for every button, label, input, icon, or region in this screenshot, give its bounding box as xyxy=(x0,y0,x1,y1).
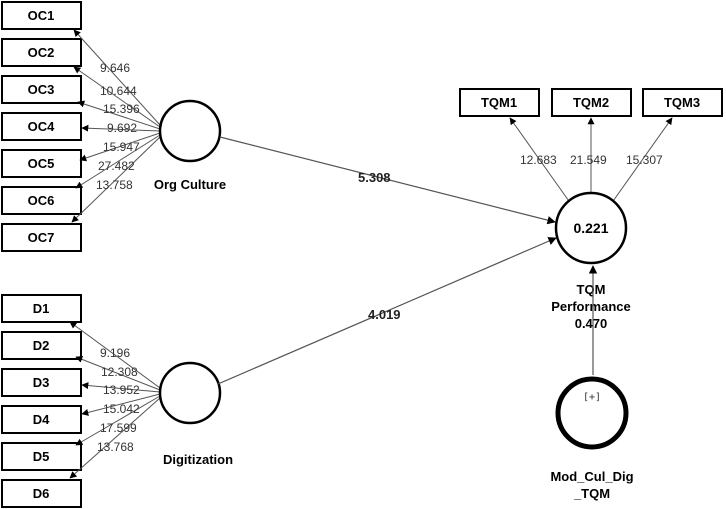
construct-tqm-performance[interactable]: 0.221 TQM Performance 0.470 xyxy=(551,191,631,331)
tqm-indicators: TQM1 TQM2 TQM3 xyxy=(459,88,723,117)
loading-value-oc7: 13.758 xyxy=(96,178,133,192)
loading-value-d5: 17.599 xyxy=(100,421,137,435)
indicator-tqm1[interactable]: TQM1 xyxy=(459,88,540,117)
indicator-d2[interactable]: D2 xyxy=(1,331,82,360)
loading-line-oc4 xyxy=(81,124,161,132)
construct-label-line1: TQM xyxy=(577,282,606,297)
indicator-label: OC6 xyxy=(28,193,55,208)
loading-line-oc1 xyxy=(73,29,161,126)
indicator-oc6[interactable]: OC6 xyxy=(1,186,82,215)
indicator-tqm2[interactable]: TQM2 xyxy=(551,88,632,117)
tqm-loading-lines xyxy=(509,117,673,205)
indicator-tqm3[interactable]: TQM3 xyxy=(642,88,723,117)
construct-digitization[interactable]: Digitization xyxy=(158,361,233,467)
construct-label-line2: _TQM xyxy=(573,486,610,501)
loading-value-oc4: 9.692 xyxy=(107,121,137,135)
indicator-oc3[interactable]: OC3 xyxy=(1,75,82,104)
path-org-culture-to-tqm xyxy=(219,136,556,225)
d-indicators: D1 D2 D3 D4 D5 D6 xyxy=(1,294,82,508)
indicator-label: TQM3 xyxy=(664,95,700,110)
indicator-oc2[interactable]: OC2 xyxy=(1,38,82,67)
indicator-d6[interactable]: D6 xyxy=(1,479,82,508)
construct-label-line1: Mod_Cul_Dig xyxy=(550,469,633,484)
loading-value-d6: 13.768 xyxy=(97,440,134,454)
loading-line-d5 xyxy=(75,395,161,446)
indicator-label: TQM2 xyxy=(573,95,609,110)
indicator-d1[interactable]: D1 xyxy=(1,294,82,323)
loading-line-oc5 xyxy=(79,132,161,162)
loading-line-oc6 xyxy=(75,134,161,189)
loading-line-tqm1 xyxy=(509,117,572,205)
indicator-label: TQM1 xyxy=(481,95,517,110)
loading-value-oc2: 10.644 xyxy=(100,84,137,98)
indicator-label: OC4 xyxy=(28,119,56,134)
loading-line-oc2 xyxy=(73,66,161,128)
indicator-label: D3 xyxy=(33,375,50,390)
construct-label: Digitization xyxy=(163,452,233,467)
indicator-label: OC3 xyxy=(28,82,55,97)
loading-line-d2 xyxy=(75,356,161,391)
indicator-label: D1 xyxy=(33,301,50,316)
path-digitization-to-tqm xyxy=(217,237,557,385)
indicator-oc7[interactable]: OC7 xyxy=(1,223,82,252)
construct-value-below: 0.470 xyxy=(575,316,608,331)
loading-value-d2: 12.308 xyxy=(101,365,138,379)
path-coefficient-org-culture: 5.308 xyxy=(358,170,391,185)
loading-value-tqm2: 21.549 xyxy=(570,153,607,167)
construct-moderator[interactable]: [+] Mod_Cul_Dig _TQM xyxy=(550,376,634,501)
loading-value-oc1: 9.646 xyxy=(100,61,130,75)
indicator-label: OC7 xyxy=(28,230,55,245)
indicator-label: D6 xyxy=(33,486,50,501)
d-loading-values: 9.196 12.308 13.952 15.042 17.599 13.768 xyxy=(97,346,140,454)
indicator-d5[interactable]: D5 xyxy=(1,442,82,471)
loading-line-oc7 xyxy=(71,136,161,223)
indicator-d4[interactable]: D4 xyxy=(1,405,82,434)
indicator-label: OC5 xyxy=(28,156,55,171)
indicator-label: D5 xyxy=(33,449,50,464)
oc-loading-values: 9.646 10.644 15.396 9.692 15.947 27.482 … xyxy=(96,61,140,192)
loading-line-d3 xyxy=(81,382,161,393)
indicator-label: D2 xyxy=(33,338,50,353)
indicator-oc4[interactable]: OC4 xyxy=(1,112,82,141)
indicator-label: D4 xyxy=(33,412,50,427)
loading-line-d6 xyxy=(69,397,161,479)
loading-line-d4 xyxy=(81,393,161,416)
loading-value-d3: 13.952 xyxy=(103,383,140,397)
loading-value-tqm3: 15.307 xyxy=(626,153,663,167)
construct-label-line2: Performance xyxy=(551,299,630,314)
loading-line-oc3 xyxy=(77,100,161,130)
loading-value-oc5: 15.947 xyxy=(103,140,140,154)
loading-value-oc3: 15.396 xyxy=(103,102,140,116)
path-coefficient-digitization: 4.019 xyxy=(368,307,401,322)
construct-org-culture[interactable]: Org Culture xyxy=(154,99,226,192)
indicator-label: OC2 xyxy=(28,45,55,60)
loading-line-d1 xyxy=(69,321,161,389)
tqm-loading-values: 12.683 21.549 15.307 xyxy=(520,153,663,167)
loading-value-d1: 9.196 xyxy=(100,346,130,360)
indicator-label: OC1 xyxy=(28,8,55,23)
indicator-d3[interactable]: D3 xyxy=(1,368,82,397)
loading-value-tqm1: 12.683 xyxy=(520,153,557,167)
loading-value-d4: 15.042 xyxy=(103,402,140,416)
expand-marker: [+] xyxy=(583,392,601,403)
indicator-oc5[interactable]: OC5 xyxy=(1,149,82,178)
loading-line-tqm3 xyxy=(610,117,673,205)
construct-label: Org Culture xyxy=(154,177,226,192)
oc-loading-lines xyxy=(71,29,161,223)
indicator-oc1[interactable]: OC1 xyxy=(1,1,82,30)
r-squared-value: 0.221 xyxy=(573,220,608,236)
d-loading-lines xyxy=(69,321,161,479)
oc-indicators: OC1 OC2 OC3 OC4 OC5 OC6 OC7 xyxy=(1,1,82,252)
loading-value-oc6: 27.482 xyxy=(98,159,135,173)
